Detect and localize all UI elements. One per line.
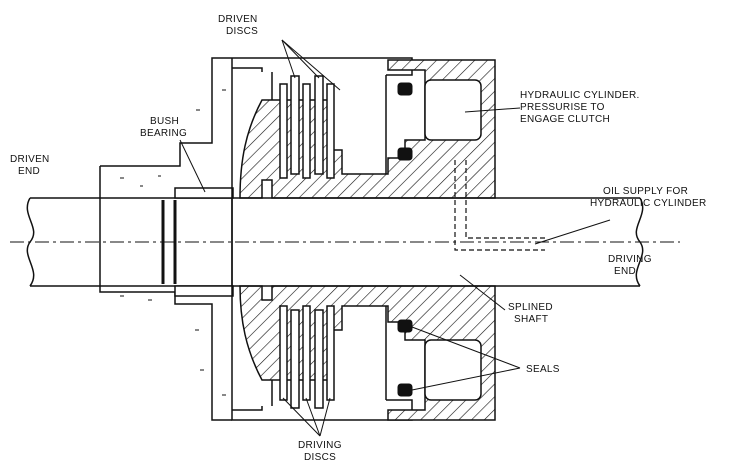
- label-bush-bearing: BUSH BEARING: [140, 116, 187, 139]
- label-driven-discs: DRIVEN DISCS: [218, 14, 258, 37]
- svg-text:DISCS: DISCS: [304, 452, 336, 463]
- svg-text:END: END: [18, 166, 40, 177]
- label-driving-end: DRIVING END: [608, 254, 652, 277]
- driven-discs-upper: [290, 75, 324, 175]
- svg-text:ENGAGE CLUTCH: ENGAGE CLUTCH: [520, 114, 610, 125]
- driven-discs-lower: [290, 309, 324, 409]
- label-driving-discs: DRIVING DISCS: [298, 440, 342, 463]
- bush-bearing: [174, 187, 234, 297]
- seals: [397, 82, 413, 397]
- svg-text:SHAFT: SHAFT: [514, 314, 548, 325]
- svg-text:SPLINED: SPLINED: [508, 302, 553, 313]
- svg-text:BEARING: BEARING: [140, 128, 187, 139]
- label-seals: SEALS: [526, 364, 560, 375]
- driven-hub: [99, 57, 232, 421]
- svg-text:DRIVING: DRIVING: [298, 440, 342, 451]
- svg-text:BUSH: BUSH: [150, 116, 179, 127]
- svg-text:OIL SUPPLY FOR: OIL SUPPLY FOR: [603, 186, 688, 197]
- label-oil-supply: OIL SUPPLY FOR HYDRAULIC CYLINDER: [590, 186, 707, 209]
- leader-lines: [179, 39, 611, 437]
- svg-text:HYDRAULIC CYLINDER: HYDRAULIC CYLINDER: [590, 198, 707, 209]
- label-driven-end: DRIVEN END: [10, 154, 50, 177]
- svg-text:PRESSURISE TO: PRESSURISE TO: [520, 102, 605, 113]
- svg-text:DRIVING: DRIVING: [608, 254, 652, 265]
- svg-text:DRIVEN: DRIVEN: [218, 14, 258, 25]
- svg-text:DISCS: DISCS: [226, 26, 258, 37]
- driving-discs-upper: [279, 83, 335, 179]
- driving-hub: [239, 59, 496, 421]
- label-hydraulic-cylinder: HYDRAULIC CYLINDER. PRESSURISE TO ENGAGE…: [520, 90, 640, 125]
- oil-supply-passage: [454, 160, 545, 251]
- svg-text:SEALS: SEALS: [526, 364, 560, 375]
- label-splined-shaft: SPLINED SHAFT: [508, 302, 553, 325]
- svg-text:DRIVEN: DRIVEN: [10, 154, 50, 165]
- svg-text:HYDRAULIC CYLINDER.: HYDRAULIC CYLINDER.: [520, 90, 640, 101]
- svg-text:END: END: [614, 266, 636, 277]
